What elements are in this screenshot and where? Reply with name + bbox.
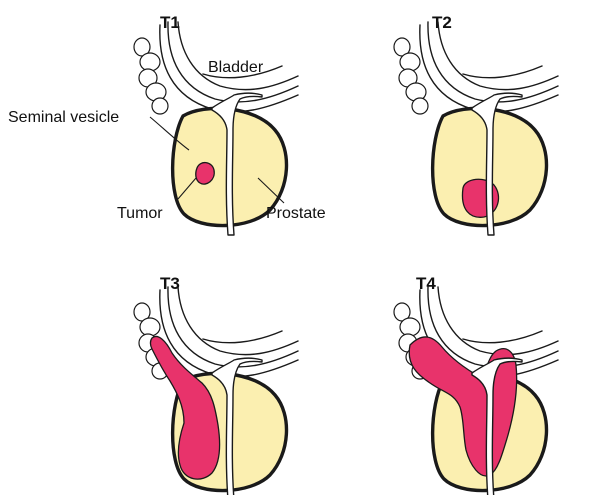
panel-t1: T1 Bladder Seminal vesicle Tumor Prostat…: [8, 13, 326, 235]
seminal-vesicle-label: Seminal vesicle: [8, 109, 119, 126]
panel-t4: T4: [394, 274, 558, 495]
stage-title-t3: T3: [160, 274, 180, 293]
prostate-label: Prostate: [266, 205, 326, 222]
tumor-label: Tumor: [117, 205, 163, 222]
bladder-label: Bladder: [208, 59, 264, 76]
tumor: [151, 336, 220, 479]
seminal-vesicle: [134, 38, 168, 114]
panel-t2: T2: [394, 13, 558, 235]
stage-title-t1: T1: [160, 13, 180, 32]
stage-title-t2: T2: [432, 13, 452, 32]
panel-t3: T3: [134, 274, 298, 495]
seminal-vesicle: [394, 38, 428, 114]
stage-title-t4: T4: [416, 274, 436, 293]
tumor: [196, 163, 215, 185]
